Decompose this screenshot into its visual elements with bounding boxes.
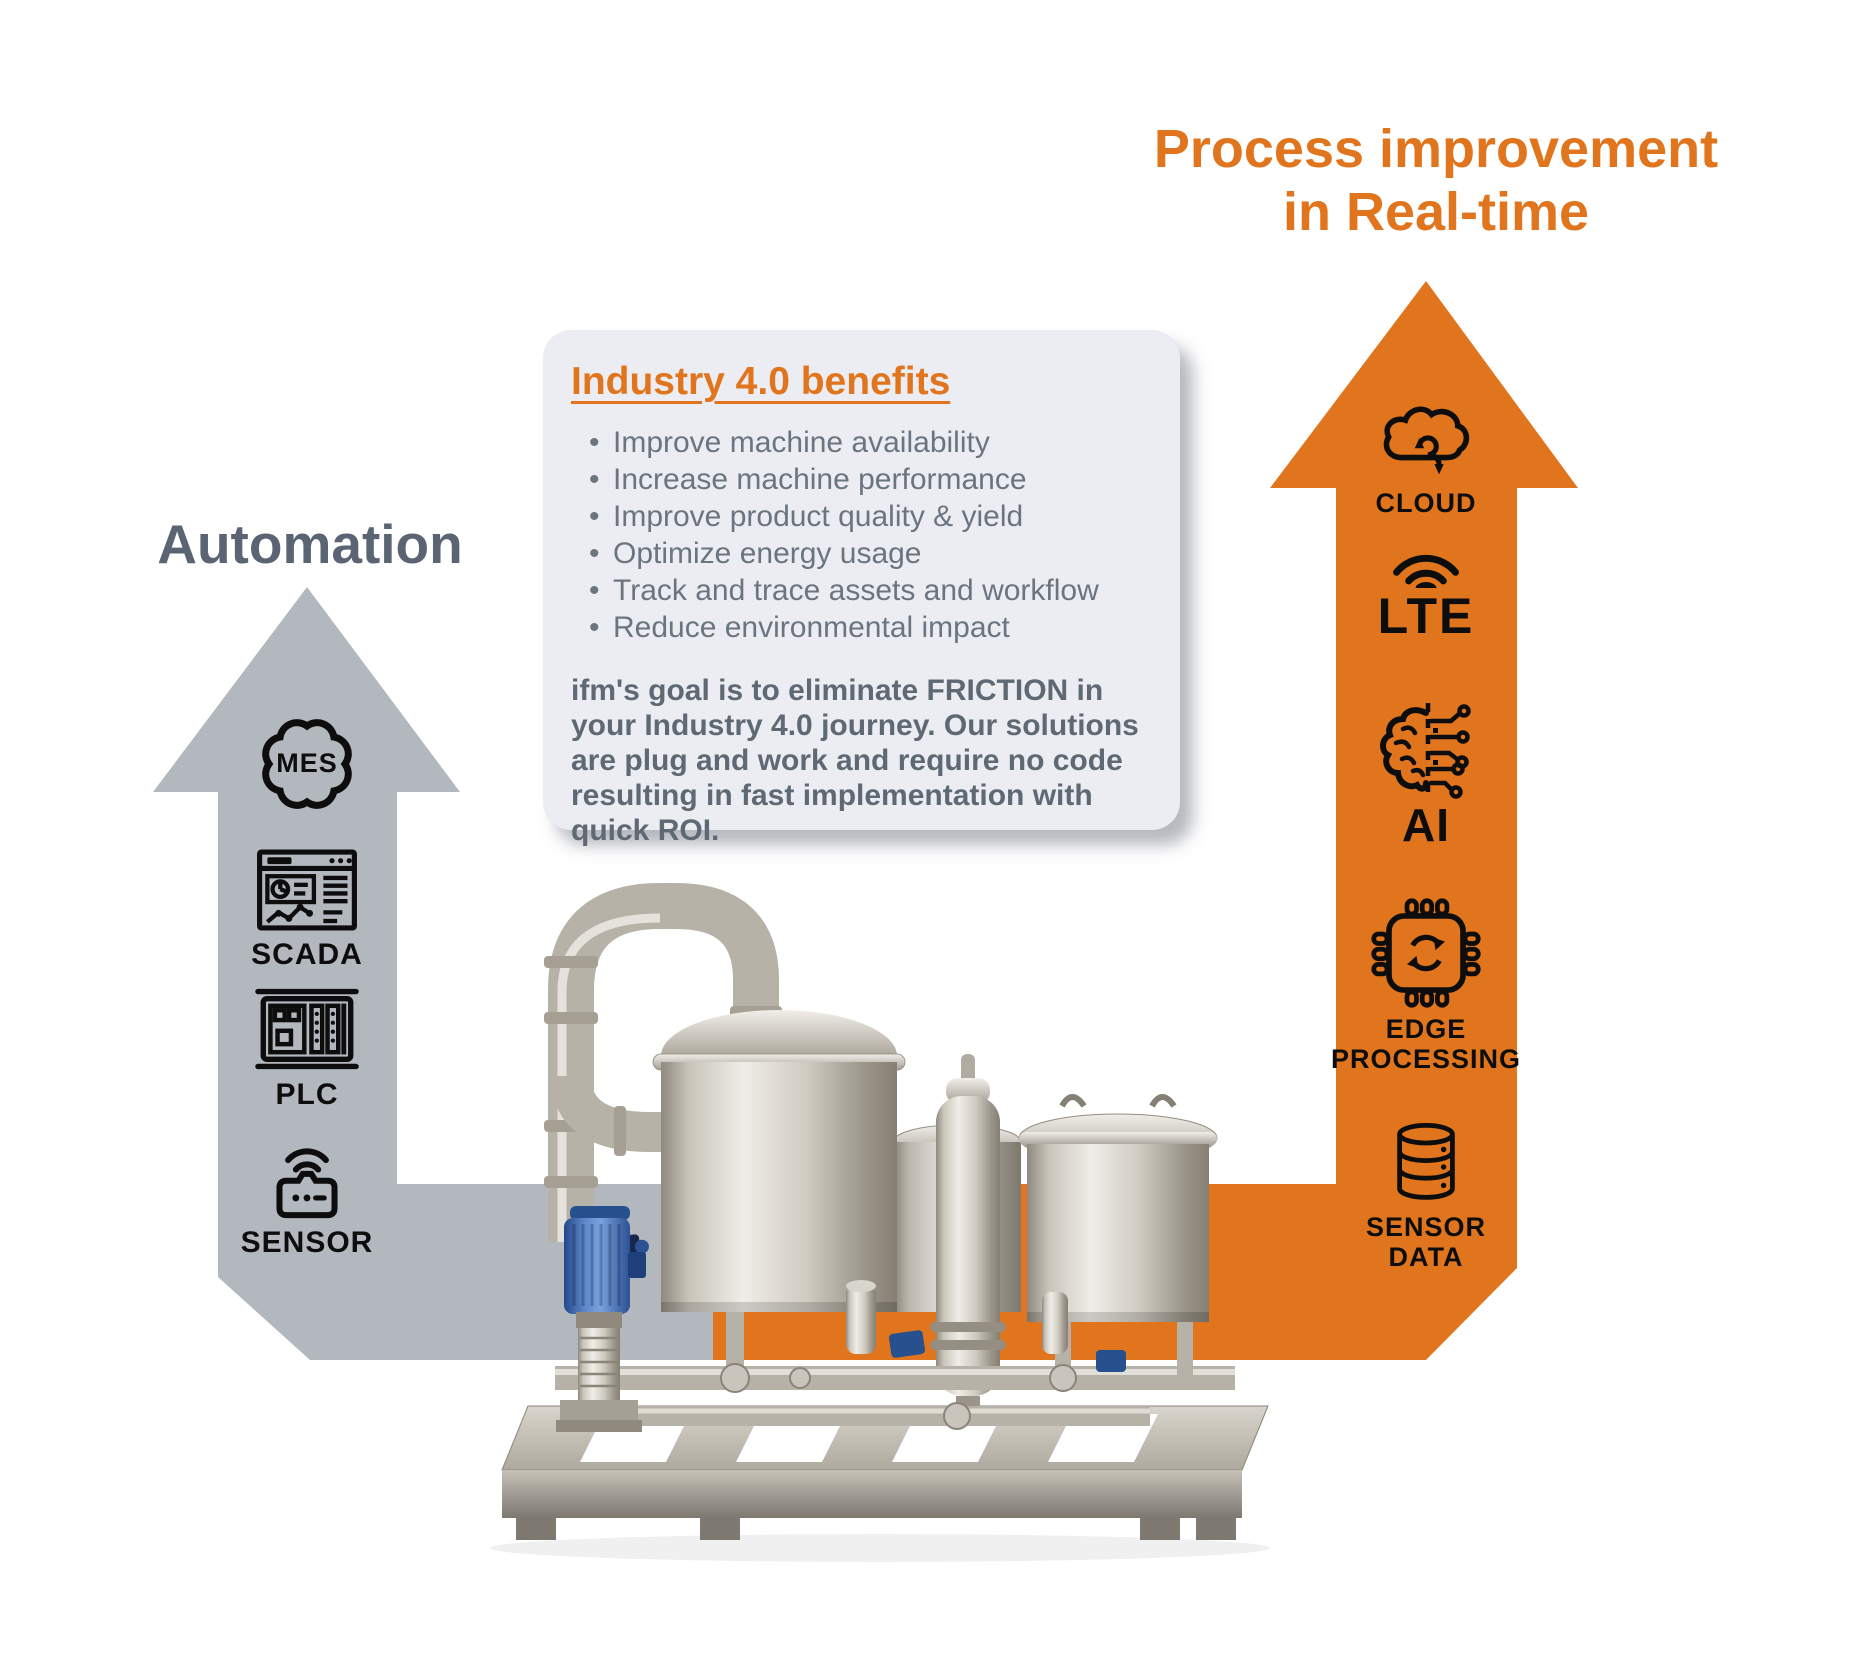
stack-label-cloud: CLOUD <box>1375 488 1477 518</box>
benefit-item: Increase machine performance <box>585 461 1154 498</box>
cloud-sync-icon <box>1383 406 1470 475</box>
stack-label-sensor: SENSOR <box>240 1226 374 1259</box>
stack-item-cloud: CLOUD <box>1306 390 1546 518</box>
wifi-signal-icon <box>1393 554 1459 588</box>
stack-item-ai: AI <box>1306 698 1546 852</box>
ifm-goal-paragraph: ifm's goal is to eliminate FRICTION in y… <box>571 674 1139 847</box>
benefit-item: Improve machine availability <box>585 424 1154 461</box>
stack-item-sensor: SENSOR <box>197 1136 417 1260</box>
process-machine-illustration <box>490 883 1270 1562</box>
benefit-item: Reduce environmental impact <box>585 609 1154 646</box>
benefit-item: Optimize energy usage <box>585 535 1154 572</box>
stack-label-scada: SCADA <box>251 938 363 971</box>
chip-cycle-icon <box>1371 898 1481 1008</box>
stack-item-scada: SCADA <box>197 846 417 972</box>
dashboard-icon <box>257 849 357 931</box>
gear-icon <box>262 719 352 809</box>
stack-label-sensor-data: SENSOR DATA <box>1365 1212 1487 1273</box>
stack-item-plc: PLC <box>197 984 417 1112</box>
stack-label-plc: PLC <box>275 1078 339 1111</box>
controller-rack-icon <box>255 988 359 1070</box>
benefits-list: Improve machine availability Increase ma… <box>571 424 1154 646</box>
stack-label-ai: AI <box>1402 799 1450 851</box>
database-icon <box>1397 1123 1455 1200</box>
benefits-heading: Industry 4.0 benefits <box>571 360 951 403</box>
automation-title: Automation <box>157 513 463 575</box>
wireless-sensor-icon <box>276 1148 338 1219</box>
process-improvement-title: Process improvement in Real-time <box>1026 118 1846 243</box>
benefit-item: Track and trace assets and workflow <box>585 572 1154 609</box>
industry-benefits-panel: Industry 4.0 benefits Improve machine av… <box>543 330 1180 847</box>
stack-item-sensor-data: SENSOR DATA <box>1306 1118 1546 1272</box>
stack-label-mes: MES <box>276 748 338 778</box>
brain-circuit-icon <box>1380 703 1471 799</box>
stack-label-lte: LTE <box>1377 588 1475 644</box>
process-title-line2: in Real-time <box>1282 181 1590 242</box>
process-title-line1: Process improvement <box>1153 119 1719 179</box>
benefit-item: Improve product quality & yield <box>585 498 1154 535</box>
stack-item-mes: MES <box>197 710 417 818</box>
stack-item-edge: EDGE PROCESSING <box>1306 896 1546 1074</box>
stack-item-lte: LTE <box>1306 534 1546 644</box>
stack-label-edge: EDGE PROCESSING <box>1330 1014 1522 1075</box>
